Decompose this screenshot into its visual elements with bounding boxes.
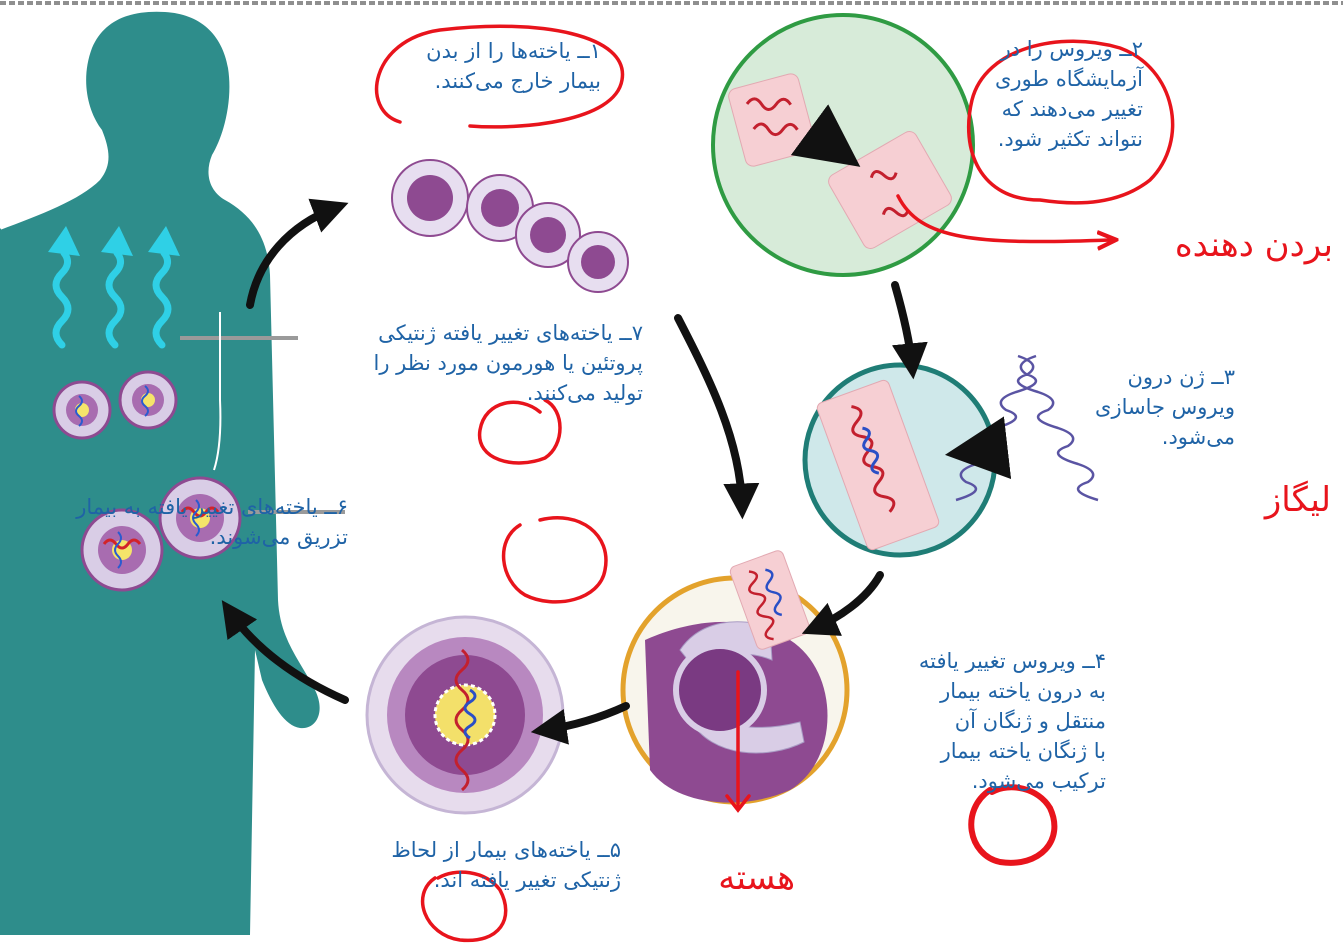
step-5-line-2: ژنتیکی تغییر یافته اند. [391, 865, 621, 895]
step-3-line-2: ویروس جاسازی [1095, 392, 1235, 422]
gene-insert-arrow [970, 448, 1005, 452]
step-6-line-1: ۶ــ یاخته‌های تغییر یافته به بیمار [76, 492, 348, 522]
circle-step-7 [480, 400, 560, 463]
circle-step-6 [504, 518, 606, 602]
ligase-annotation: لیگاز [1265, 480, 1331, 520]
step-2-line-4: نتواند تکثیر شود. [995, 124, 1143, 154]
step-7-line-1: ۷ــ یاخته‌های تغییر یافته ژنتیکی [373, 318, 643, 348]
step-3-line-3: می‌شود. [1095, 422, 1235, 452]
step-1-label: ۱ــ یاخته‌ها را از بدن بیمار خارج می‌کنن… [426, 36, 601, 96]
nucleus-annotation: هسته [718, 858, 795, 898]
step-3-line-1: ۳ــ ژن درون [1095, 362, 1235, 392]
extracted-cells [392, 160, 628, 292]
step-4-line-1: ۴ــ ویروس تغییر یافته [919, 646, 1106, 676]
step-2-line-2: آزمایشگاه طوری [995, 64, 1143, 94]
step-7-label: ۷ــ یاخته‌های تغییر یافته ژنتیکی پروتئین… [373, 318, 643, 408]
step-4-line-4: با ژنگان یاخته بیمار [919, 736, 1106, 766]
step-6-line-2: تزریق می‌شوند. [76, 522, 348, 552]
step-5-line-1: ۵ــ یاخته‌های بیمار از لحاظ [391, 835, 621, 865]
circle-step-4 [971, 787, 1054, 863]
vector-annotation: بردن دهنده [1175, 225, 1333, 265]
step-4-line-2: به درون یاخته بیمار [919, 676, 1106, 706]
gene-insertion-dish [805, 365, 995, 555]
step-4-label: ۴ــ ویروس تغییر یافته به درون یاخته بیما… [919, 646, 1106, 796]
arrow-virus-down [895, 285, 912, 365]
step-3-label: ۳ــ ژن درون ویروس جاسازی می‌شود. [1095, 362, 1235, 452]
step-6-label: ۶ــ یاخته‌های تغییر یافته به بیمار تزریق… [76, 492, 348, 552]
modified-cell [367, 617, 563, 813]
step-7-line-2: پروتئین یا هورمون مورد نظر را [373, 348, 643, 378]
arrow-gene-to-infection [815, 575, 880, 628]
infected-cell [623, 549, 847, 802]
step-1-line-1: ۱ــ یاخته‌ها را از بدن [426, 36, 601, 66]
step-2-line-3: تغییر می‌دهند که [995, 94, 1143, 124]
step-2-line-1: ۲ــ ویروس را در [995, 34, 1143, 64]
patient-silhouette [0, 12, 320, 935]
step-5-label: ۵ــ یاخته‌های بیمار از لحاظ ژنتیکی تغییر… [391, 835, 621, 895]
step-1-line-2: بیمار خارج می‌کنند. [426, 66, 601, 96]
step-4-line-3: منتقل و ژنگان آن [919, 706, 1106, 736]
step-4-line-5: ترکیب می‌شود. [919, 766, 1106, 796]
step-2-label: ۲ــ ویروس را در آزمایشگاه طوری تغییر می‌… [995, 34, 1143, 154]
lab-virus-dish [713, 15, 973, 275]
step-7-line-3: تولید می‌کنند. [373, 378, 643, 408]
arrow-cells-to-infection [678, 318, 742, 505]
